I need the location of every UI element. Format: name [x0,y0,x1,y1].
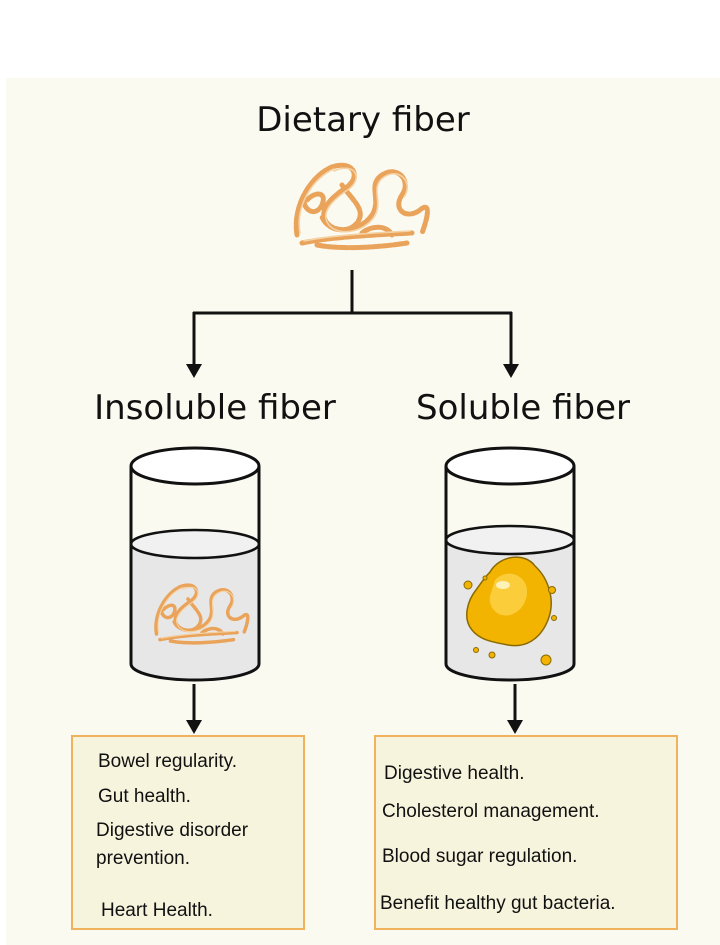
benefit-item: Digestive disorder [96,820,249,841]
beaker-icon [129,446,261,682]
soluble-benefits-box [374,735,678,930]
benefit-item: Bowel regularity. [98,751,238,772]
branch-connector [192,270,513,366]
arrowheads-top [186,364,519,378]
benefit-item: Heart Health. [101,900,213,921]
soluble-fiber-label: Soluble fiber [415,388,631,428]
arrows-bottom [186,684,523,734]
benefit-item: prevention. [96,848,191,869]
insoluble-fiber-label: Insoluble fiber [94,388,336,428]
benefit-item: Cholesterol management. [382,801,600,822]
benefit-item: Digestive health. [384,763,525,784]
fiber-tangle-icon [296,165,427,247]
diagram-title: Dietary fiber [256,100,470,140]
benefit-item: Benefit healthy gut bacteria. [380,893,616,914]
insoluble-benefits-box [71,735,305,930]
gel-blob-icon [463,556,557,666]
benefit-item: Blood sugar regulation. [382,846,578,867]
benefit-item: Gut health. [98,786,191,807]
